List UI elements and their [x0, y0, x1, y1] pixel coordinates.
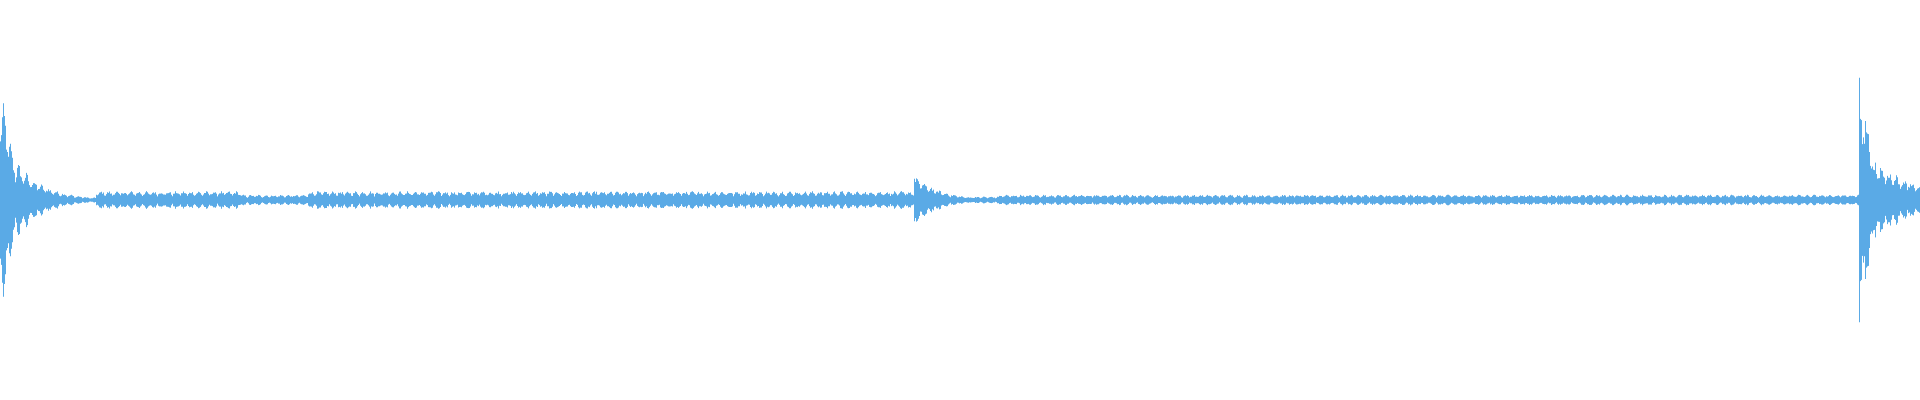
- waveform-view[interactable]: [0, 0, 1920, 400]
- audio-waveform[interactable]: [0, 0, 1920, 400]
